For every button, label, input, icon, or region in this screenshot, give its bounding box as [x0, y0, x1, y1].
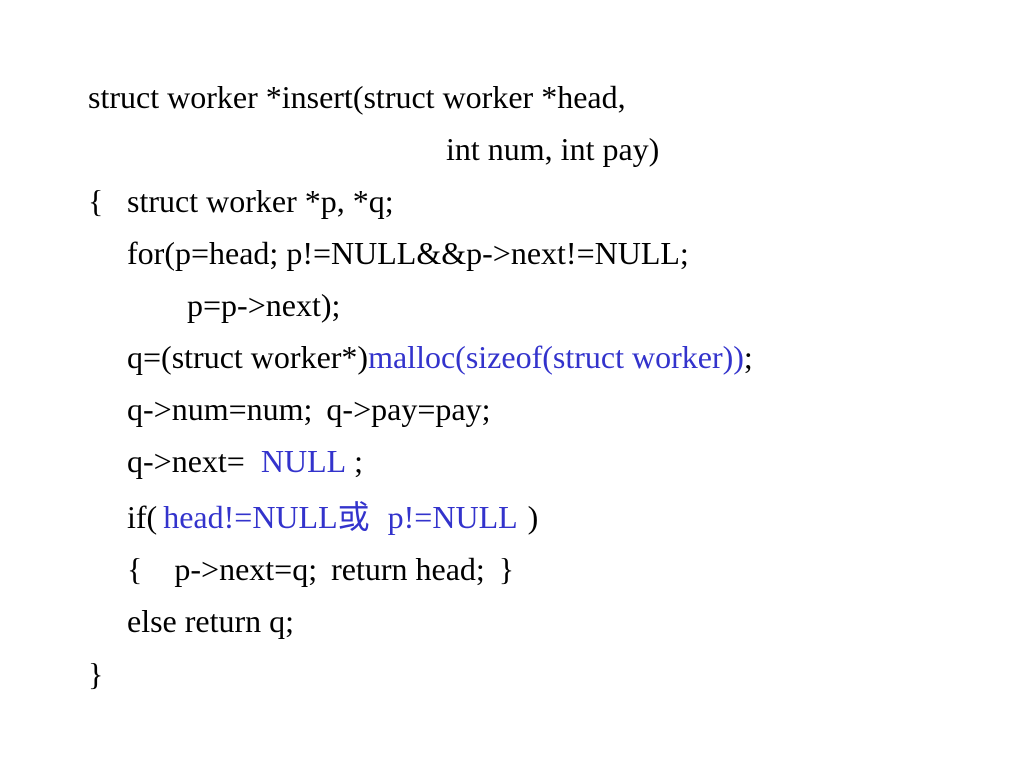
malloc-line-prefix: q=(struct worker*) — [127, 339, 369, 375]
for-loop-continuation-line: p=p->next); — [187, 287, 341, 323]
if-suffix: ) — [527, 499, 539, 535]
condition-answer-p: p!=NULL — [387, 499, 518, 535]
return-head-statement: return head; — [331, 551, 485, 587]
function-signature-line-1: struct worker *insert(struct worker *hea… — [88, 79, 626, 115]
next-assign-line: q->next= NULL; — [127, 443, 363, 479]
close-brace: } — [88, 656, 104, 692]
for-loop-line: for(p=head; p!=NULL&&p->next!=NULL; — [127, 235, 689, 271]
condition-answer-head: head!=NULL或 — [163, 499, 370, 535]
declaration-line: struct worker *p, *q; — [127, 183, 394, 219]
null-answer: NULL — [260, 443, 347, 479]
function-signature-line-2: int num, int pay) — [446, 131, 660, 167]
malloc-answer: malloc(sizeof(struct worker)) — [368, 339, 744, 375]
open-brace: { — [88, 183, 104, 219]
next-assign-prefix: q->next= — [127, 443, 245, 479]
if-body-open-brace: { — [127, 551, 143, 587]
if-body-close-brace: } — [498, 551, 515, 587]
next-assign-suffix: ; — [354, 443, 364, 479]
if-body-line: { p->next=q; return head;} — [127, 551, 514, 587]
else-return-line: else return q; — [127, 603, 295, 639]
assign-pay: q->pay=pay; — [326, 391, 491, 427]
malloc-line: q=(struct worker*)malloc(sizeof(struct w… — [127, 339, 753, 375]
assign-fields-line: q->num=num; q->pay=pay; — [127, 391, 490, 427]
assign-num: q->num=num; — [127, 391, 313, 427]
malloc-line-suffix: ; — [743, 339, 753, 375]
if-prefix: if( — [127, 499, 158, 535]
link-node-statement: p->next=q; — [174, 551, 318, 587]
if-condition-line: if(head!=NULL或 p!=NULL) — [127, 499, 538, 535]
